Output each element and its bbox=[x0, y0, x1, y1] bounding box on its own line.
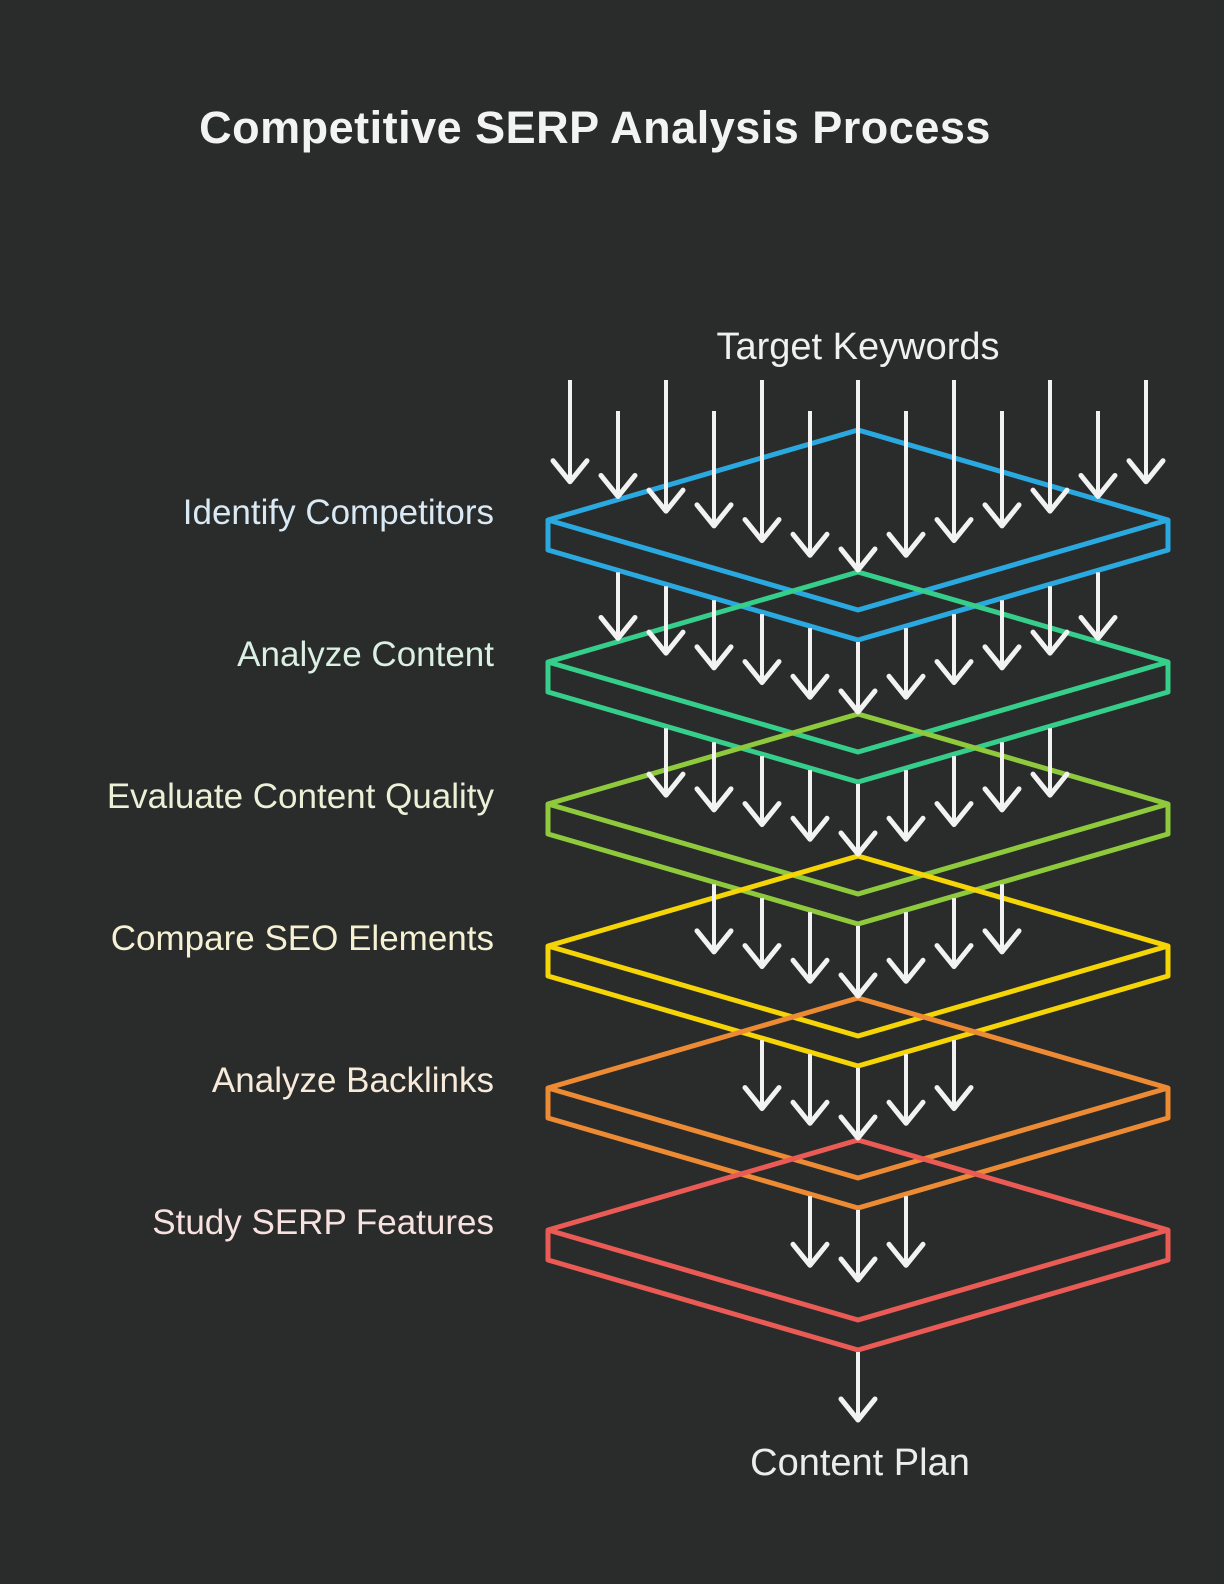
output-label-content-plan: Content Plan bbox=[750, 1442, 970, 1484]
input-label-target-keywords: Target Keywords bbox=[716, 326, 1000, 368]
arrow-columns-gap-0 bbox=[550, 380, 1166, 573]
layer-slab-compare-seo-elements bbox=[545, 853, 1171, 1069]
arrow-columns-gap-3 bbox=[694, 884, 1022, 999]
final-arrow bbox=[838, 1352, 878, 1423]
layer-label-study-serp-features: Study SERP Features bbox=[152, 1203, 494, 1242]
layer-label-analyze-content: Analyze Content bbox=[237, 635, 494, 674]
page-title: Competitive SERP Analysis Process bbox=[199, 102, 991, 153]
arrow-columns-gap-1 bbox=[598, 572, 1118, 715]
arrow-columns-gap-5 bbox=[790, 1196, 926, 1283]
layer-label-evaluate-content-quality: Evaluate Content Quality bbox=[106, 777, 494, 816]
layer-slab-study-serp-features bbox=[545, 1137, 1171, 1353]
arrow-columns-gap-2 bbox=[646, 728, 1070, 857]
layer-label-analyze-backlinks: Analyze Backlinks bbox=[211, 1061, 494, 1100]
arrow-columns-gap-4 bbox=[742, 1040, 974, 1141]
layer-slab-analyze-backlinks bbox=[545, 995, 1171, 1211]
layer-label-identify-competitors: Identify Competitors bbox=[182, 493, 494, 532]
layer-label-compare-seo-elements: Compare SEO Elements bbox=[110, 919, 494, 958]
